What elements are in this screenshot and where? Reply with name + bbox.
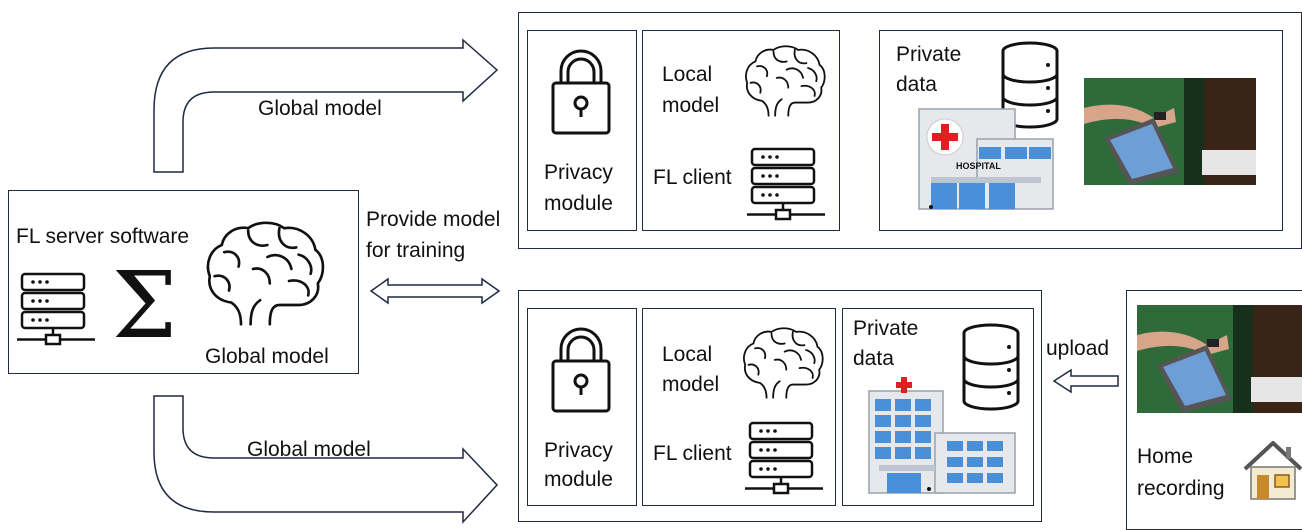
global-brain-icon — [206, 221, 325, 326]
bottom-privacy-label-2: module — [544, 468, 613, 491]
top-global-model-arrow — [153, 38, 499, 173]
top-local-label-2: model — [662, 94, 720, 117]
server-icon — [15, 272, 97, 346]
top-arrow-label: Global model — [258, 97, 382, 120]
fl-server-box: FL server software Σ Global model — [8, 190, 359, 374]
bottom-arrow-label: Global model — [247, 438, 371, 461]
home-label-2: recording — [1137, 477, 1225, 500]
top-lock-icon — [551, 49, 611, 135]
bottom-private-label-1: Private — [853, 317, 919, 340]
bottom-private-label-2: data — [853, 347, 894, 370]
top-fl-client-label: FL client — [653, 166, 732, 189]
provide-model-double-arrow — [369, 277, 501, 305]
provide-model-label-1: Provide model — [366, 208, 501, 231]
bottom-privacy-box: Privacy module — [527, 308, 637, 506]
house-icon — [1243, 441, 1302, 501]
upload-label: upload — [1046, 337, 1110, 360]
top-local-label-1: Local — [662, 63, 713, 86]
bottom-local-box: Local model FL client — [642, 308, 836, 506]
bottom-local-label-1: Local — [662, 343, 713, 366]
top-private-data-box: Private data HOSPITAL — [879, 30, 1283, 231]
server-global-model-label: Global model — [205, 345, 329, 368]
top-privacy-label-2: module — [544, 192, 613, 215]
bottom-fl-client-label: FL client — [653, 442, 732, 465]
top-privacy-box: Privacy module — [527, 30, 637, 231]
bottom-local-label-2: model — [662, 373, 720, 396]
top-private-label-2: data — [896, 73, 937, 96]
hospital-sign: HOSPITAL — [956, 161, 1001, 171]
top-private-label-1: Private — [896, 43, 962, 66]
sigma-symbol: Σ — [112, 252, 178, 359]
top-local-brain-icon — [745, 45, 826, 117]
top-privacy-label-1: Privacy — [544, 161, 613, 184]
home-label-1: Home — [1137, 445, 1194, 468]
bottom-local-brain-icon — [743, 327, 824, 399]
bottom-privacy-label-1: Privacy — [544, 439, 613, 462]
home-tablet-photo — [1137, 305, 1302, 413]
top-tablet-photo — [1084, 78, 1256, 185]
home-recording-box: Home recording — [1126, 290, 1302, 530]
top-hospital-icon — [918, 108, 1054, 210]
provide-model-label-2: for training — [366, 239, 466, 262]
upload-arrow — [1052, 368, 1119, 394]
bottom-hospital-icon — [868, 377, 1016, 494]
top-fl-client-server-icon — [745, 147, 827, 221]
bottom-fl-client-server-icon — [743, 421, 825, 495]
bottom-private-data-box: Private data — [842, 308, 1034, 506]
bottom-lock-icon — [551, 327, 611, 413]
server-title: FL server software — [16, 225, 190, 248]
top-local-box: Local model FL client — [642, 30, 840, 231]
